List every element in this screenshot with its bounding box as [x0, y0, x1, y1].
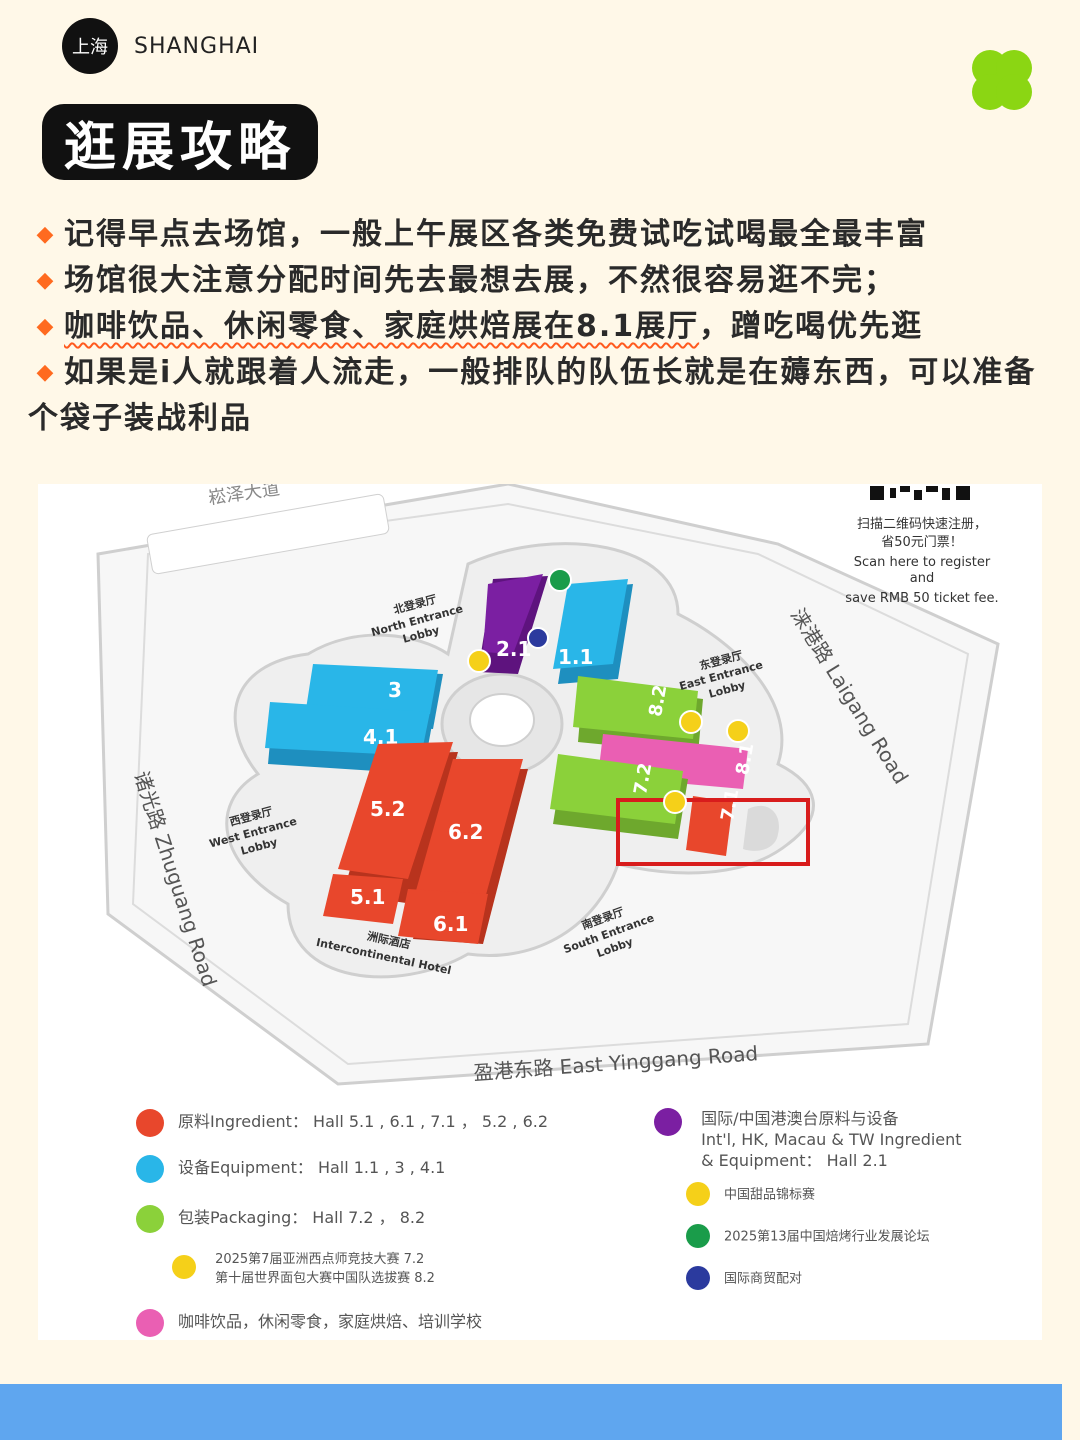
svg-text:扫描二维码快速注册，: 扫描二维码快速注册，: [857, 517, 987, 532]
bottom-bar: [0, 1384, 1062, 1440]
header: 上海 SHANGHAI: [62, 18, 259, 74]
trophy-marker-icon: [726, 719, 750, 743]
page-title: 逛展攻略: [42, 104, 318, 180]
hall-7-1: 7.1: [686, 787, 743, 856]
qr-code-icon: [868, 484, 976, 502]
top-road-label: 崧泽大道: [207, 484, 281, 509]
hall-6-1: 6.1: [398, 889, 488, 944]
legend-contest: 2025第7届亚洲西点师竞技大赛 7.2 第十届世界面包大赛中国队选拔赛 8.2: [172, 1248, 435, 1286]
forum-icon: [686, 1224, 710, 1248]
legend-dot: [136, 1204, 164, 1233]
diamond-bullet-icon: ◆: [36, 360, 56, 385]
hall-label: 6.1: [433, 912, 468, 936]
highlight-box: [616, 798, 810, 866]
tip-text: 记得早点去场馆，一般上午展区各类免费试吃试喝最全最丰富: [64, 217, 928, 252]
tip-item: ◆ 咖啡饮品、休闲零食、家庭烘焙展在8.1展厅，蹭吃喝优先逛: [28, 304, 1038, 350]
diamond-bullet-icon: ◆: [36, 222, 56, 247]
tip-text: 场馆很大注意分配时间先去最想去展，不然很容易逛不完；: [64, 263, 896, 298]
trophy-icon: [686, 1182, 710, 1206]
legend-dot: [654, 1108, 682, 1136]
site-inner-outline: [131, 502, 970, 1066]
diamond-bullet-icon: ◆: [36, 314, 56, 339]
legend-intl: 国际/中国港澳台原料与设备 Int'l, HK, Macau & TW Ingr…: [654, 1108, 962, 1171]
tips-list: ◆ 记得早点去场馆，一般上午展区各类免费试吃试喝最全最丰富 ◆ 场馆很大注意分配时间…: [28, 212, 1038, 442]
tip-text: 如果是i人就跟着人流走，一般排队的队伍长就是在薅东西，可以准备个袋子装战利品: [28, 355, 1037, 436]
legend-dessert: 中国甜品锦标赛: [686, 1182, 815, 1206]
trophy-icon: [172, 1255, 196, 1279]
svg-text:省50元门票！: 省50元门票！: [881, 535, 963, 550]
city-badge: 上海: [62, 18, 118, 74]
trophy-marker-icon: [663, 790, 687, 814]
tip-item: ◆ 记得早点去场馆，一般上午展区各类免费试吃试喝最全最丰富: [28, 212, 1038, 258]
hall-label: 3: [388, 678, 402, 702]
legend-dot: [136, 1108, 164, 1137]
legend-trade: 国际商贸配对: [686, 1266, 802, 1290]
tip-highlight-text: 咖啡饮品、休闲零食、家庭烘焙展在8.1展厅: [64, 309, 700, 344]
hall-label: 2.1: [496, 637, 531, 661]
legend-packaging: 包装Packaging： Hall 7.2 ， 8.2: [136, 1204, 425, 1233]
hall-label: 1.1: [558, 645, 593, 669]
legend-dot: [136, 1308, 164, 1337]
city-name: SHANGHAI: [134, 33, 260, 59]
forum-marker-icon: [548, 568, 572, 592]
hall-5-1: 5.1: [323, 874, 403, 924]
qr-note: 扫描二维码快速注册， 省50元门票！ Scan here to register…: [845, 517, 998, 606]
top-road-strip: [146, 493, 390, 575]
hall-label: 6.2: [448, 820, 483, 844]
tip-item: ◆如果是i人就跟着人流走，一般排队的队伍长就是在薅东西，可以准备个袋子装战利品: [28, 350, 1038, 442]
legend-coffee: 咖啡饮品，休闲零食，家庭烘焙、培训学校: [136, 1308, 482, 1337]
handshake-icon: [686, 1266, 710, 1290]
venue-map-svg: 崧泽大道 2.1 1.1 3 4.1 5.2: [96, 484, 1000, 1086]
trade-marker-icon: [527, 627, 549, 649]
legend-ingredient: 原料Ingredient： Hall 5.1 , 6.1 , 7.1 ， 5.2…: [136, 1108, 548, 1137]
diamond-bullet-icon: ◆: [36, 268, 56, 293]
central-plaza-inner: [469, 693, 535, 747]
svg-text:and: and: [910, 571, 934, 586]
svg-text:save RMB 50 ticket fee.: save RMB 50 ticket fee.: [845, 591, 998, 606]
clover-icon: [972, 50, 1032, 110]
east-annex: [743, 805, 779, 851]
hall-2-1: 2.1: [478, 574, 548, 674]
legend-equipment: 设备Equipment： Hall 1.1 , 3 , 4.1: [136, 1154, 445, 1183]
venue-map: 崧泽大道 2.1 1.1 3 4.1 5.2: [38, 484, 1042, 1340]
svg-text:Scan here to register: Scan here to register: [854, 555, 991, 570]
hall-label: 5.1: [350, 885, 385, 909]
tip-text: ，蹭吃喝优先逛: [699, 309, 924, 344]
trophy-marker-icon: [467, 649, 491, 673]
hall-1-1: 1.1: [553, 579, 633, 684]
legend-forum: 2025第13届中国焙烤行业发展论坛: [686, 1224, 930, 1248]
tip-item: ◆ 场馆很大注意分配时间先去最想去展，不然很容易逛不完；: [28, 258, 1038, 304]
trophy-marker-icon: [679, 710, 703, 734]
legend-dot: [136, 1154, 164, 1183]
hall-5-2: 5.2: [338, 742, 458, 904]
hall-label: 5.2: [370, 797, 405, 821]
